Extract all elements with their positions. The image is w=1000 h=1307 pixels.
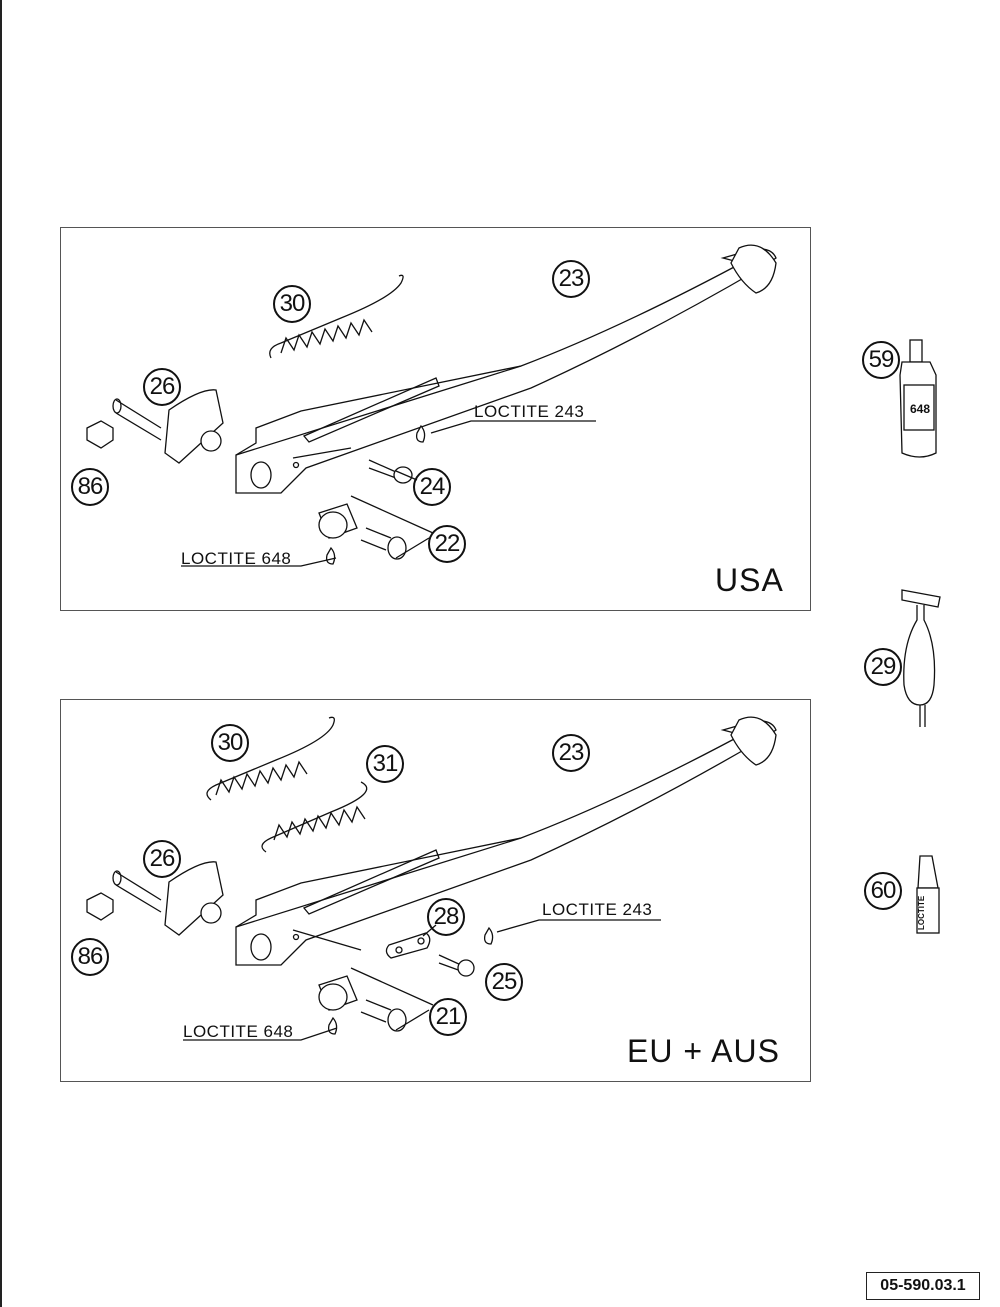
eu-aus-exploded-drawing — [86, 716, 777, 1041]
pivot-drawing — [112, 861, 224, 936]
callout-30: 30 — [211, 724, 249, 762]
loctite-drop-lower — [325, 546, 336, 565]
callout-26: 26 — [143, 840, 181, 878]
callout-31: 31 — [366, 745, 404, 783]
bottle-label-text: 648 — [910, 402, 930, 416]
stick-label-text: LOCTITE — [917, 895, 926, 930]
loctite-bottle-drawing: 648 — [899, 339, 937, 458]
callout-28: 28 — [427, 898, 465, 936]
small-bolt-drawing — [368, 459, 413, 484]
callout-21: 21 — [429, 998, 467, 1036]
region-label-usa: USA — [715, 562, 784, 598]
callout-26: 26 — [143, 368, 181, 406]
plate-drawing — [385, 932, 431, 959]
callout-29: 29 — [864, 648, 902, 686]
spring-drawing — [269, 274, 404, 359]
loctite-stick-item: LOCTITE 60 — [862, 848, 952, 938]
bushing-bolt-drawing — [318, 503, 407, 560]
callout-23: 23 — [552, 734, 590, 772]
spring-a-drawing — [206, 716, 335, 801]
callout-60: 60 — [864, 872, 902, 910]
pivot-drawing — [112, 389, 224, 464]
callout-22: 22 — [428, 525, 466, 563]
side-stand-drawing — [235, 244, 777, 494]
bushing-bolt-drawing — [318, 975, 407, 1032]
tool-item: 29 — [862, 585, 952, 735]
loctite-drop-upper — [415, 424, 426, 443]
usa-exploded-drawing — [86, 244, 777, 567]
callout-23: 23 — [552, 260, 590, 298]
tool-drawing — [901, 589, 941, 727]
side-stand-drawing — [235, 716, 777, 966]
callout-30: 30 — [273, 285, 311, 323]
region-label-eu-aus: EU + AUS — [627, 1033, 780, 1069]
loctite-243-note: LOCTITE 243 — [542, 900, 653, 919]
callout-86: 86 — [71, 938, 109, 976]
loctite-stick-drawing: LOCTITE — [916, 855, 940, 934]
nut-drawing — [86, 420, 114, 449]
callout-25: 25 — [485, 963, 523, 1001]
loctite-drop-upper — [483, 926, 494, 945]
reference-code: 05-590.03.1 — [866, 1272, 980, 1300]
spring-b-drawing — [261, 781, 368, 853]
callout-86: 86 — [71, 468, 109, 506]
page-left-border — [0, 0, 2, 1307]
loctite-bottle-item: 648 59 — [860, 335, 940, 465]
loctite-drop-lower — [327, 1016, 338, 1035]
small-bolt-drawing — [438, 954, 475, 977]
usa-diagram-panel: 30 23 26 86 24 22 LOCTITE 243 LOCTITE 64… — [60, 227, 811, 611]
callout-59: 59 — [862, 341, 900, 379]
nut-drawing — [86, 892, 114, 921]
callout-24: 24 — [413, 468, 451, 506]
loctite-648-note: LOCTITE 648 — [183, 1022, 294, 1041]
loctite-648-note: LOCTITE 648 — [181, 549, 292, 568]
loctite-243-note: LOCTITE 243 — [474, 402, 585, 421]
eu-aus-diagram-panel: 30 31 23 26 86 28 25 21 LOCTITE 243 LOCT… — [60, 699, 811, 1082]
